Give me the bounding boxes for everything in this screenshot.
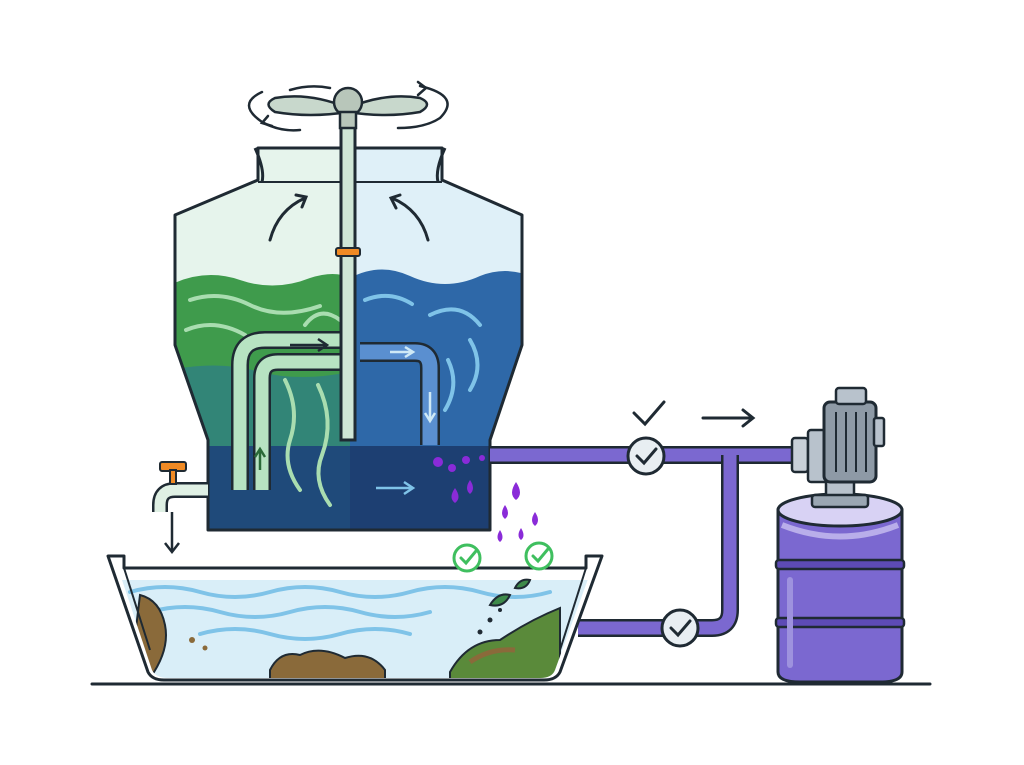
fan-shaft	[336, 120, 360, 440]
check-mark-icon	[634, 402, 664, 424]
barrel-icon	[776, 494, 904, 682]
check-valve-icon	[628, 438, 664, 474]
fan-icon	[249, 82, 448, 130]
flow-arrow-icon	[703, 410, 753, 426]
basin-icon	[108, 556, 610, 680]
faucet-icon	[160, 462, 208, 552]
motor-icon	[808, 388, 884, 507]
check-valve-icon	[662, 610, 698, 646]
check-badge-icon	[454, 545, 480, 571]
check-badge-icon	[526, 543, 552, 569]
